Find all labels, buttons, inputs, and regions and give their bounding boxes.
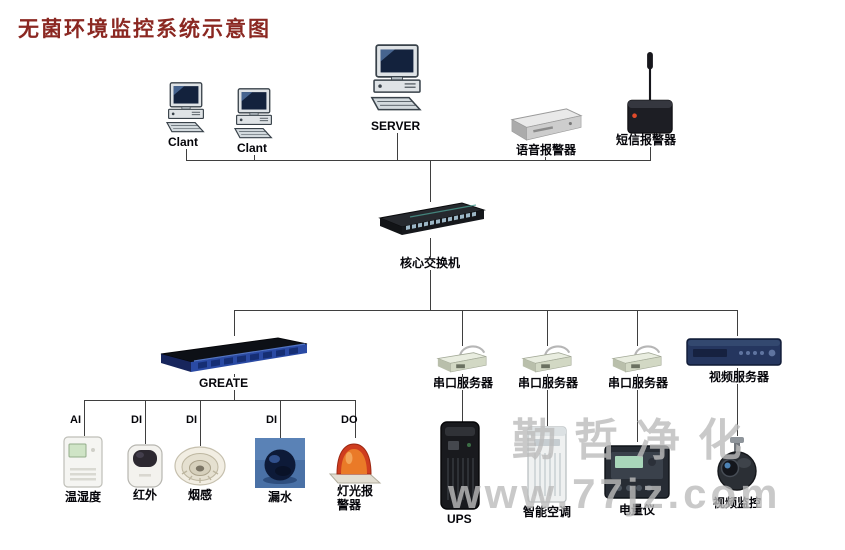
- smoke-label: 烟感: [188, 488, 213, 502]
- serial-server-icon: [521, 345, 572, 373]
- sensor5-drop-line: [355, 400, 356, 438]
- serial1-uplink-line: [462, 310, 463, 346]
- greate-label: GREATE: [198, 376, 250, 390]
- infrared-sensor-icon: [127, 444, 163, 488]
- light-alarm-icon: [328, 443, 382, 484]
- ups-drop-line: [462, 374, 463, 422]
- switch-uplink-line: [430, 160, 431, 202]
- client-computer-icon: [165, 82, 205, 133]
- water-leak-sensor-icon: [255, 438, 305, 488]
- serial-server-icon: [436, 345, 487, 373]
- sensor2-drop-line: [145, 400, 146, 444]
- sensor4-drop-line: [280, 400, 281, 438]
- video-server-label: 视频服务器: [708, 370, 771, 384]
- voice-alarm-icon: [510, 108, 583, 141]
- client1-label: Clant: [168, 135, 198, 149]
- client2-label: Clant: [237, 141, 267, 155]
- sms-alarm-drop-line: [650, 147, 651, 160]
- serial-server-icon: [611, 345, 662, 373]
- serial-server1-label: 串口服务器: [432, 376, 495, 390]
- voice-alarm-drop-line: [545, 157, 546, 160]
- serial2-uplink-line: [547, 310, 548, 346]
- ups-icon: [440, 421, 480, 510]
- air-conditioner-icon: [527, 426, 567, 503]
- client1-drop-line: [186, 149, 187, 160]
- video-server-icon: [686, 338, 782, 366]
- sms-alarm-label: 短信报警器: [616, 133, 677, 147]
- client-computer-icon: [233, 88, 273, 139]
- power-meter-label: 电量仪: [619, 503, 656, 517]
- video-server-uplink-line: [737, 310, 738, 336]
- temp-humidity-label: 温湿度: [65, 490, 102, 504]
- client2-drop-line: [254, 155, 255, 160]
- light-alarm-label: 灯光报警器: [337, 484, 374, 512]
- port-tag-di3: DI: [266, 414, 277, 426]
- core-switch-icon: [378, 202, 486, 235]
- greate-uplink-line: [234, 310, 235, 336]
- server-drop-line: [397, 133, 398, 160]
- serial-server3-label: 串口服务器: [607, 376, 670, 390]
- server-computer-icon: [370, 44, 422, 111]
- bus-top-line: [186, 160, 651, 161]
- core-switch-label: 核心交换机: [399, 256, 462, 270]
- ups-label: UPS: [447, 512, 472, 526]
- page-title: 无菌环境监控系统示意图: [18, 18, 271, 41]
- bus-middle-line: [234, 310, 738, 311]
- voice-alarm-label: 语音报警器: [516, 143, 577, 157]
- camera-drop-line: [737, 368, 738, 436]
- video-monitor-label: 视频监控: [713, 496, 762, 510]
- camera-icon: [717, 437, 757, 491]
- sensor1-drop-line: [84, 400, 85, 436]
- port-tag-di2: DI: [186, 414, 197, 426]
- temp-humidity-sensor-icon: [63, 436, 103, 488]
- ac-drop-line: [547, 374, 548, 426]
- port-tag-do: DO: [341, 414, 358, 426]
- infrared-label: 红外: [133, 488, 158, 502]
- smoke-detector-icon: [174, 446, 226, 486]
- switch-downlink-line: [430, 238, 431, 310]
- water-leak-label: 漏水: [268, 490, 293, 504]
- port-tag-ai: AI: [70, 414, 81, 426]
- bus-sensor-line: [84, 400, 356, 401]
- port-tag-di1: DI: [131, 414, 142, 426]
- greate-rack-icon: [160, 337, 308, 372]
- sensor3-drop-line: [200, 400, 201, 446]
- meter-drop-line: [637, 374, 638, 442]
- sms-alarm-icon: [627, 52, 673, 134]
- server-label: SERVER: [371, 119, 421, 133]
- serial-server2-label: 串口服务器: [517, 376, 580, 390]
- serial3-uplink-line: [637, 310, 638, 346]
- power-meter-icon: [604, 445, 670, 499]
- air-conditioner-label: 智能空调: [523, 505, 572, 519]
